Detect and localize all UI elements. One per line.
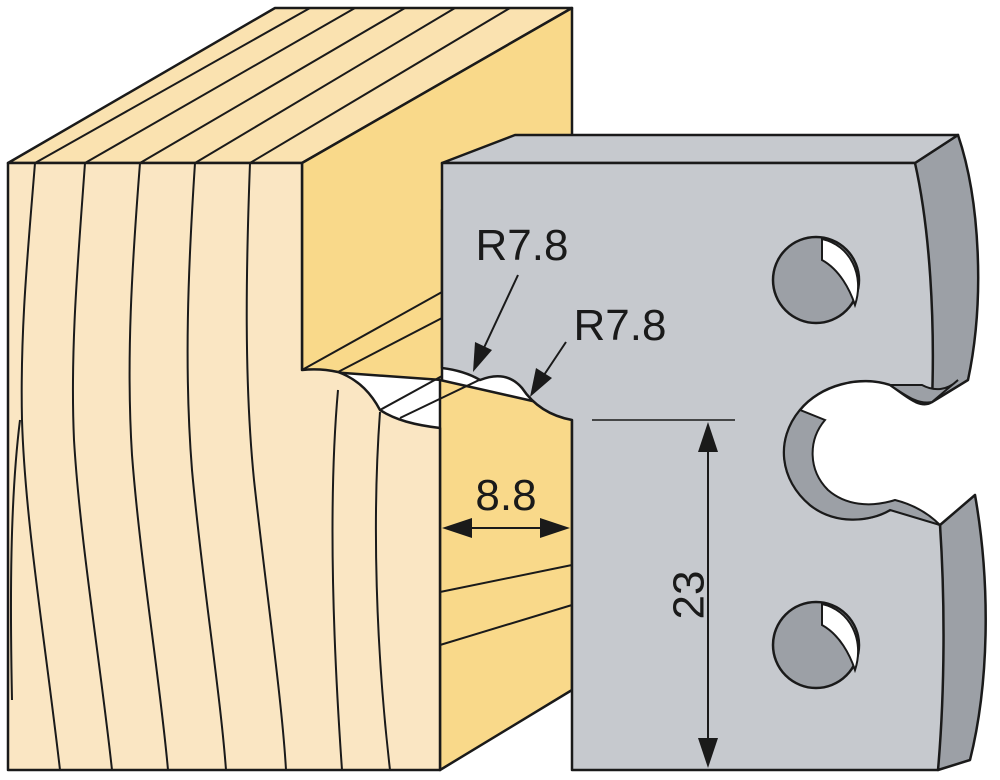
- radius-leader-lower: [541, 341, 567, 379]
- depth-arrowhead-right: [540, 518, 570, 538]
- height-arrowhead-top: [698, 422, 718, 452]
- radius-arrowhead-upper: [473, 342, 492, 372]
- wood-top-grain: [34, 7, 511, 164]
- height-arrowhead-bottom: [698, 738, 718, 768]
- knife-side-face-lower: [936, 493, 987, 772]
- radius-leader-upper: [481, 274, 519, 353]
- knife-notch-edge: [886, 379, 959, 404]
- radius-arrowhead-lower: [530, 368, 552, 397]
- wood-front-grain: [9, 162, 391, 771]
- depth-label: 8.8: [475, 471, 536, 520]
- wood-side-face-lower: [438, 378, 574, 772]
- depth-arrowhead-left: [442, 518, 472, 538]
- wood-block: [6, 6, 574, 772]
- wood-front-face: [6, 161, 442, 772]
- knife-profile: [440, 133, 987, 772]
- knife-notch-bevel: [783, 408, 941, 526]
- mounting-hole-lower: [771, 600, 861, 690]
- height-label: 23: [665, 571, 714, 620]
- mounting-hole-upper: [771, 235, 861, 325]
- radius-label-upper: R7.8: [476, 221, 569, 270]
- radius-label-lower: R7.8: [574, 301, 667, 350]
- dimensions: 8.8 23 R7.8 R7.8: [439, 221, 735, 768]
- knife-top-face: [440, 133, 960, 165]
